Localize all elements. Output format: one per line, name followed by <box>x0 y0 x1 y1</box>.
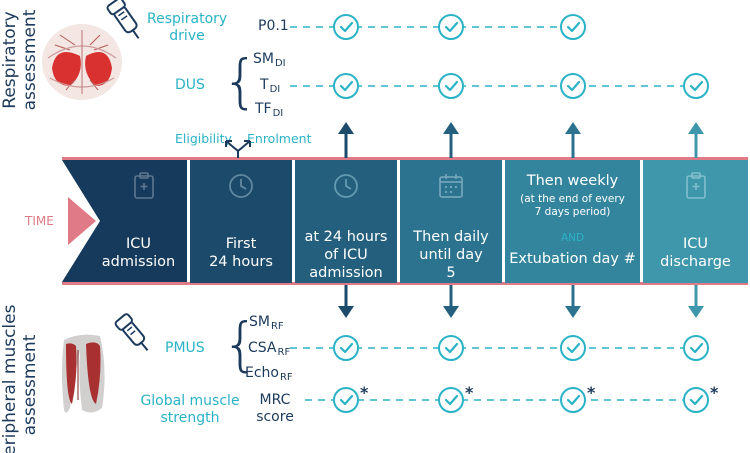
check-circle-icon <box>333 335 359 361</box>
check-mark-icon <box>444 394 459 406</box>
time-arrow-icon <box>68 197 96 245</box>
check-circle-icon <box>438 14 464 40</box>
clipboard-icon <box>685 172 706 199</box>
pmus-param-csa: CSARF <box>248 340 291 358</box>
dus-label: DUS <box>175 77 205 93</box>
check-mark-icon <box>689 80 704 92</box>
clock-icon <box>229 174 253 198</box>
down-arrow-head-icon <box>565 306 581 318</box>
check-circle-icon <box>333 73 359 99</box>
asterisk-mark: * <box>465 383 474 402</box>
check-circle-icon <box>438 335 464 361</box>
check-circle-icon <box>683 387 709 413</box>
check-mark-icon <box>566 342 581 354</box>
check-mark-icon <box>444 21 459 33</box>
timeline-box-icu-discharge: ICU discharge <box>643 160 748 283</box>
check-circle-icon <box>438 387 464 413</box>
eligibility-label: Eligibility <box>175 131 232 146</box>
dus-brace: { <box>222 47 259 115</box>
p01-param: P0.1 <box>258 18 289 34</box>
check-mark-icon <box>444 342 459 354</box>
check-mark-icon <box>689 394 704 406</box>
down-arrow-head-icon <box>443 306 459 318</box>
check-circle-icon <box>560 73 586 99</box>
check-mark-icon <box>566 80 581 92</box>
check-circle-icon <box>333 14 359 40</box>
timeline-box-then-daily: Then daily until day 5 <box>400 160 502 283</box>
check-circle-icon <box>560 335 586 361</box>
check-circle-icon <box>683 73 709 99</box>
clipboard-icon <box>133 172 154 199</box>
up-arrow-head-icon <box>565 122 581 134</box>
timeline-box-first-24-hours: First 24 hours <box>190 160 292 283</box>
respiratory-drive-label: Respiratory drive <box>147 11 228 44</box>
dus-param-t: TDI <box>260 77 281 95</box>
check-mark-icon <box>339 342 354 354</box>
check-mark-icon <box>566 394 581 406</box>
time-label: TIME <box>25 214 54 228</box>
enrolment-arrow <box>237 140 251 152</box>
enrolment-label: Enrolment <box>247 131 312 146</box>
timeline-box-then-weekly: Then weekly (at the end of every 7 days … <box>505 160 640 283</box>
dus-param-tf: TFDI <box>255 101 284 119</box>
check-mark-icon <box>689 342 704 354</box>
check-circle-icon <box>560 14 586 40</box>
check-circle-icon <box>560 387 586 413</box>
check-circle-icon <box>333 387 359 413</box>
timeline-box-at-24-hours: at 24 hours of ICU admission <box>295 160 397 283</box>
check-mark-icon <box>339 80 354 92</box>
pmus-param-echo: EchoRF <box>245 365 293 383</box>
asterisk-mark: * <box>587 383 596 402</box>
pmus-param-sm: SMRF <box>249 314 284 332</box>
check-mark-icon <box>444 80 459 92</box>
mrc-score-param: MRC score <box>256 392 294 425</box>
eligibility-arrow <box>225 140 239 152</box>
check-circle-icon <box>683 335 709 361</box>
timeline-box-icu-admission: ICU admission <box>100 160 187 283</box>
check-circle-icon <box>438 73 464 99</box>
pmus-brace: { <box>222 310 259 378</box>
up-arrow-head-icon <box>338 122 354 134</box>
down-arrow-head-icon <box>338 306 354 318</box>
down-arrow-head-icon <box>688 306 704 318</box>
global-muscle-strength-label: Global muscle strength <box>140 393 240 426</box>
check-mark-icon <box>566 21 581 33</box>
pmus-label: PMUS <box>165 340 205 356</box>
timeline-start-chevron <box>62 160 187 282</box>
asterisk-mark: * <box>710 383 719 402</box>
up-arrow-head-icon <box>443 122 459 134</box>
clock-icon <box>334 174 358 198</box>
asterisk-mark: * <box>360 383 369 402</box>
dus-param-sm: SMDI <box>253 51 286 69</box>
check-mark-icon <box>339 21 354 33</box>
calendar-icon <box>439 174 463 198</box>
up-arrow-head-icon <box>688 122 704 134</box>
check-mark-icon <box>339 394 354 406</box>
